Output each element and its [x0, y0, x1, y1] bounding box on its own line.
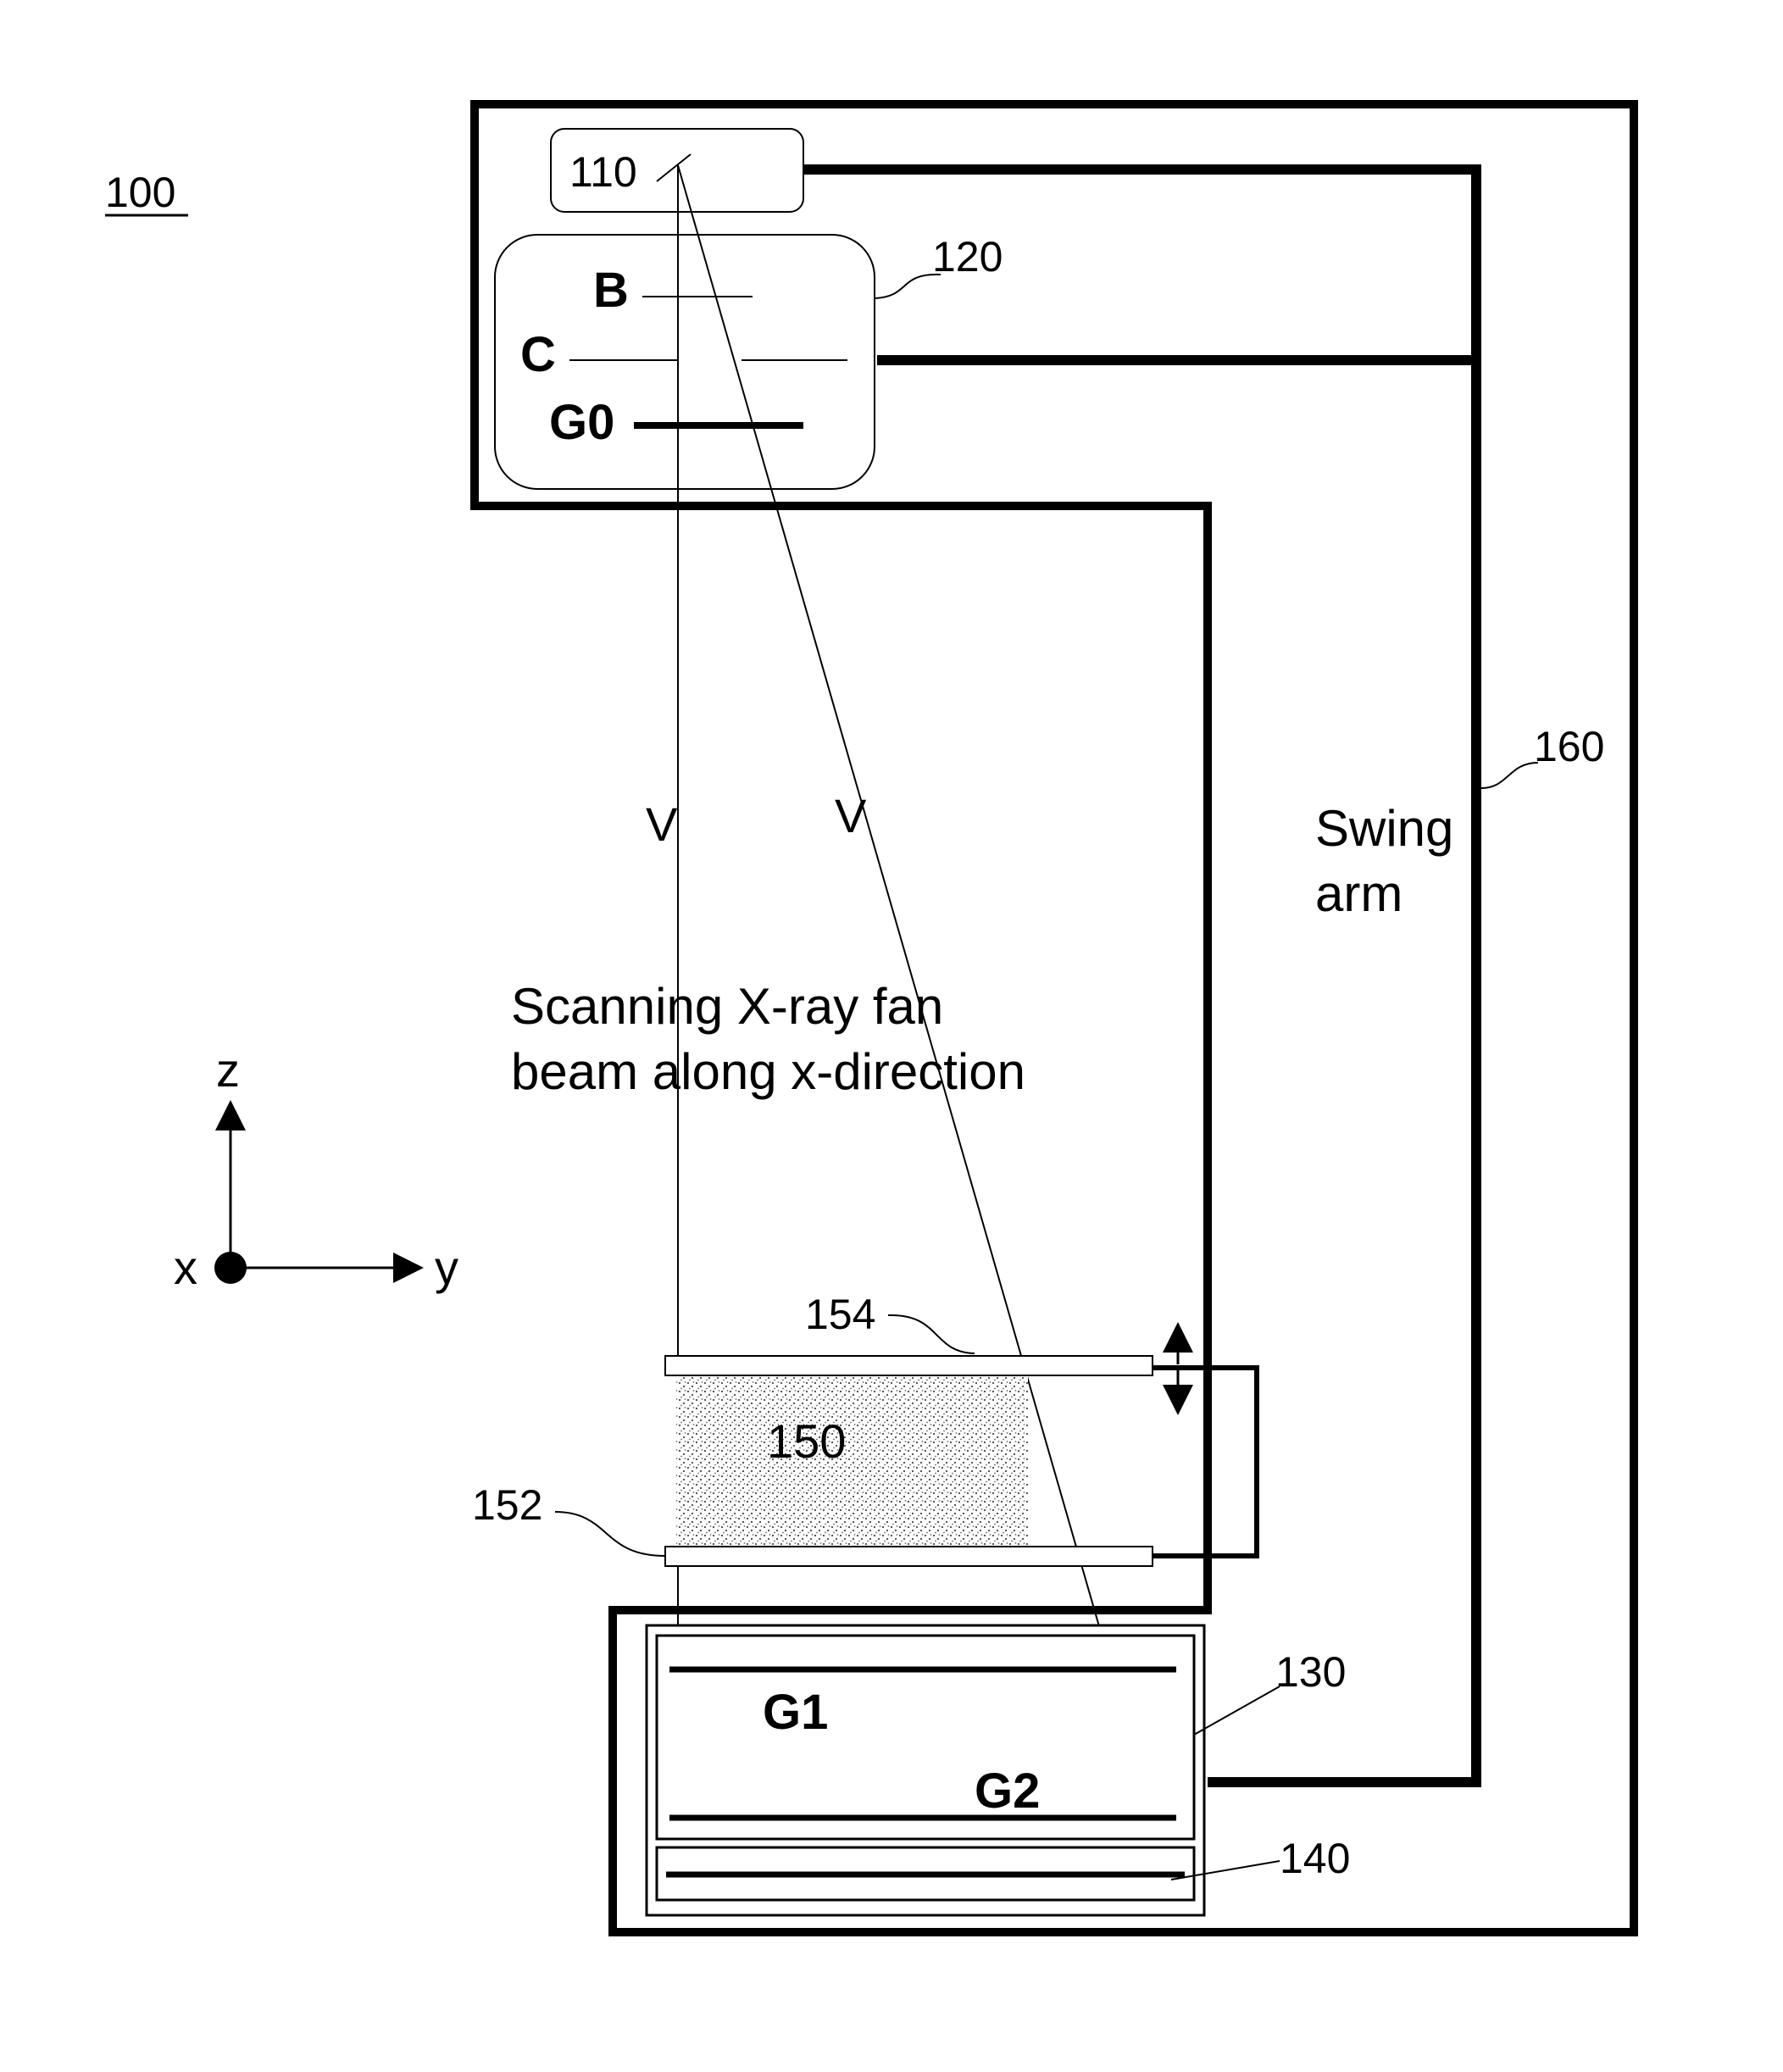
grating-module	[657, 1636, 1194, 1839]
swing-arm-leader	[1481, 763, 1538, 788]
lower-plate-ref-label: 152	[472, 1481, 542, 1529]
collimator-ref-label: 120	[932, 233, 1003, 281]
swing-arm-ref-label: 160	[1534, 723, 1604, 770]
collimator-leader	[875, 275, 941, 298]
lower-compression-plate	[665, 1547, 1153, 1566]
swing-arm-label-line1: Swing	[1315, 800, 1453, 857]
object-ref-label: 150	[767, 1414, 846, 1468]
upper-compression-plate	[665, 1356, 1153, 1375]
swing-arm-label-line2: arm	[1315, 865, 1403, 922]
x-axis-dot	[214, 1252, 247, 1284]
source-ref-label: 110	[569, 148, 637, 196]
grating-g2-label: G2	[975, 1764, 1040, 1819]
beam-caption-line2: beam along x-direction	[511, 1043, 1025, 1100]
item-c-label: C	[520, 327, 556, 382]
figure-ref-label: 100	[105, 169, 175, 216]
beam-marker-right: V	[835, 789, 867, 842]
x-axis-label: x	[174, 1241, 197, 1294]
item-b-label: B	[593, 263, 629, 318]
detector-assembly-leader	[1194, 1686, 1280, 1735]
upper-plate-leader	[888, 1315, 975, 1353]
upper-plate-ref-label: 154	[805, 1291, 875, 1338]
detector-assembly-ref-label: 130	[1275, 1648, 1346, 1696]
detector-ref-label: 140	[1280, 1835, 1350, 1882]
lower-plate-leader	[555, 1512, 665, 1556]
y-axis-label: y	[435, 1241, 458, 1294]
beam-marker-left: V	[646, 797, 678, 851]
z-axis-label: z	[216, 1043, 240, 1097]
object-region	[676, 1375, 1028, 1547]
grating-g1-label: G1	[763, 1685, 828, 1740]
beam-caption-line1: Scanning X-ray fan	[511, 978, 943, 1035]
item-g0-label: G0	[549, 395, 614, 450]
